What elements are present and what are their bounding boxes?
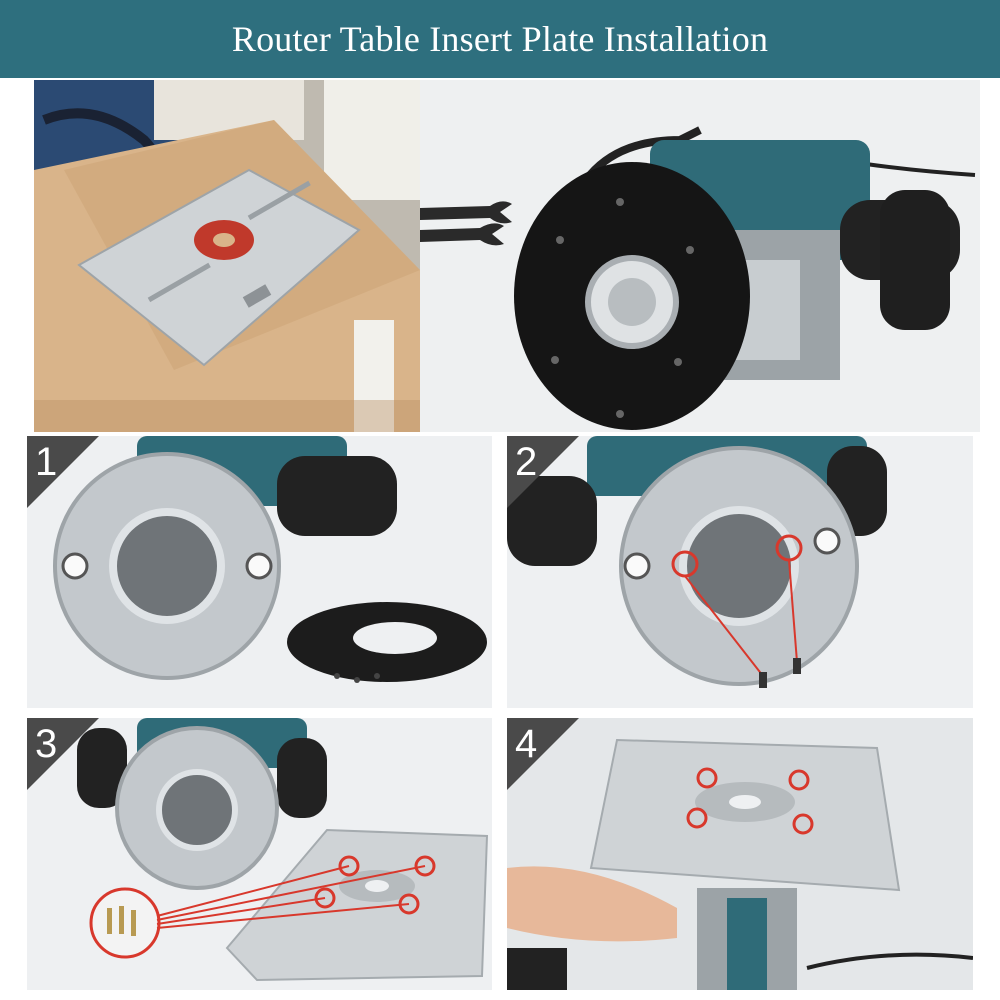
step-1-image [27,436,492,708]
step-2-image [507,436,973,708]
step-3-panel: 3 [27,718,492,990]
wrench-image [420,201,512,246]
step-4-panel: 4 [507,718,973,990]
step-2-number: 2 [515,440,538,484]
step-3-number: 3 [35,722,58,766]
step-3-badge [27,718,99,790]
step-4-number: 4 [515,722,538,766]
plate-on-table-image [34,80,420,432]
photo-router-with-base [420,80,980,432]
page-title: Router Table Insert Plate Installation [231,19,769,59]
step-1-number: 1 [35,440,58,484]
step-1-badge [27,436,99,508]
step-1-panel: 1 [27,436,492,708]
step-2-badge [507,436,579,508]
title-banner: Router Table Insert Plate Installation [0,0,1000,78]
step-4-badge [507,718,579,790]
step-2-panel: 2 [507,436,973,708]
step-3-image [27,718,492,990]
router-tool-image [420,80,980,432]
photo-plate-on-table [34,80,420,432]
step-4-image [507,718,973,990]
